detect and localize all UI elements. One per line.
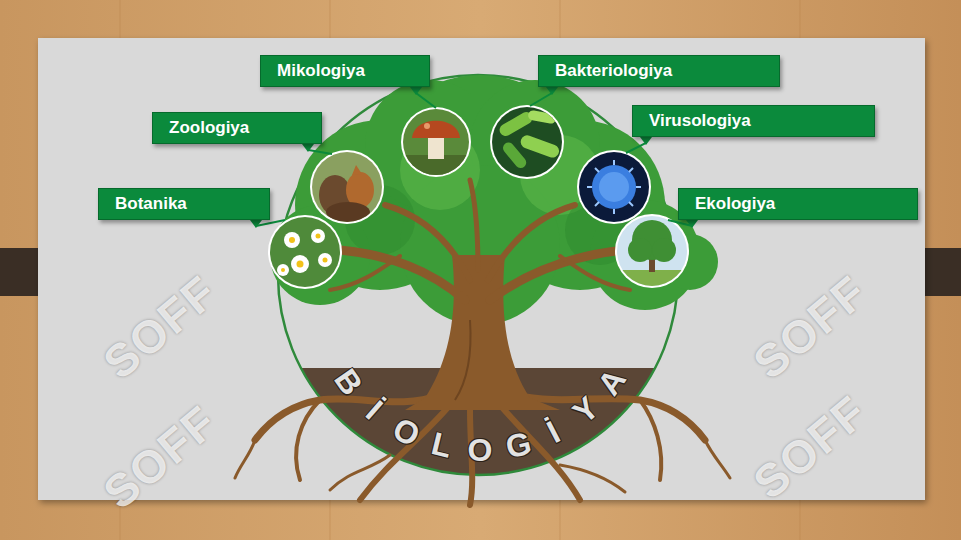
watermark: SOFF: [743, 384, 878, 509]
watermark: SOFF: [93, 264, 228, 389]
mushroom-picture: [400, 105, 472, 180]
label-box: Bakteriologiya: [538, 55, 780, 87]
watermark: SOFF: [743, 264, 878, 389]
bacteria-picture: [490, 105, 564, 179]
flowers-picture: [268, 215, 342, 289]
watermark: SOFF: [93, 394, 228, 519]
label-box: Ekologiya: [678, 188, 918, 220]
tree-picture: [615, 214, 689, 290]
label-box: Virusologiya: [632, 105, 875, 137]
virus-picture: [577, 150, 651, 224]
roots: [235, 395, 730, 505]
box-tail: [686, 220, 698, 228]
branch-name: Virusologiya: [633, 111, 751, 131]
label-box: Botanika: [98, 188, 270, 220]
branch-name: Bakteriologiya: [539, 61, 672, 81]
box-tail: [410, 87, 422, 95]
box-tail: [640, 137, 652, 145]
box-tail: [250, 220, 262, 228]
branch-name: Zoologiya: [153, 118, 249, 138]
trunk: [330, 180, 630, 410]
branch-name: Botanika: [99, 194, 187, 214]
animals-picture: [310, 150, 384, 224]
branch-name: Mikologiya: [261, 61, 365, 81]
branch-name: Ekologiya: [679, 194, 775, 214]
panel: [38, 38, 925, 500]
label-box: Zoologiya: [152, 112, 322, 144]
box-tail: [546, 87, 558, 95]
label-box: Mikologiya: [260, 55, 430, 87]
box-tail: [302, 144, 314, 152]
